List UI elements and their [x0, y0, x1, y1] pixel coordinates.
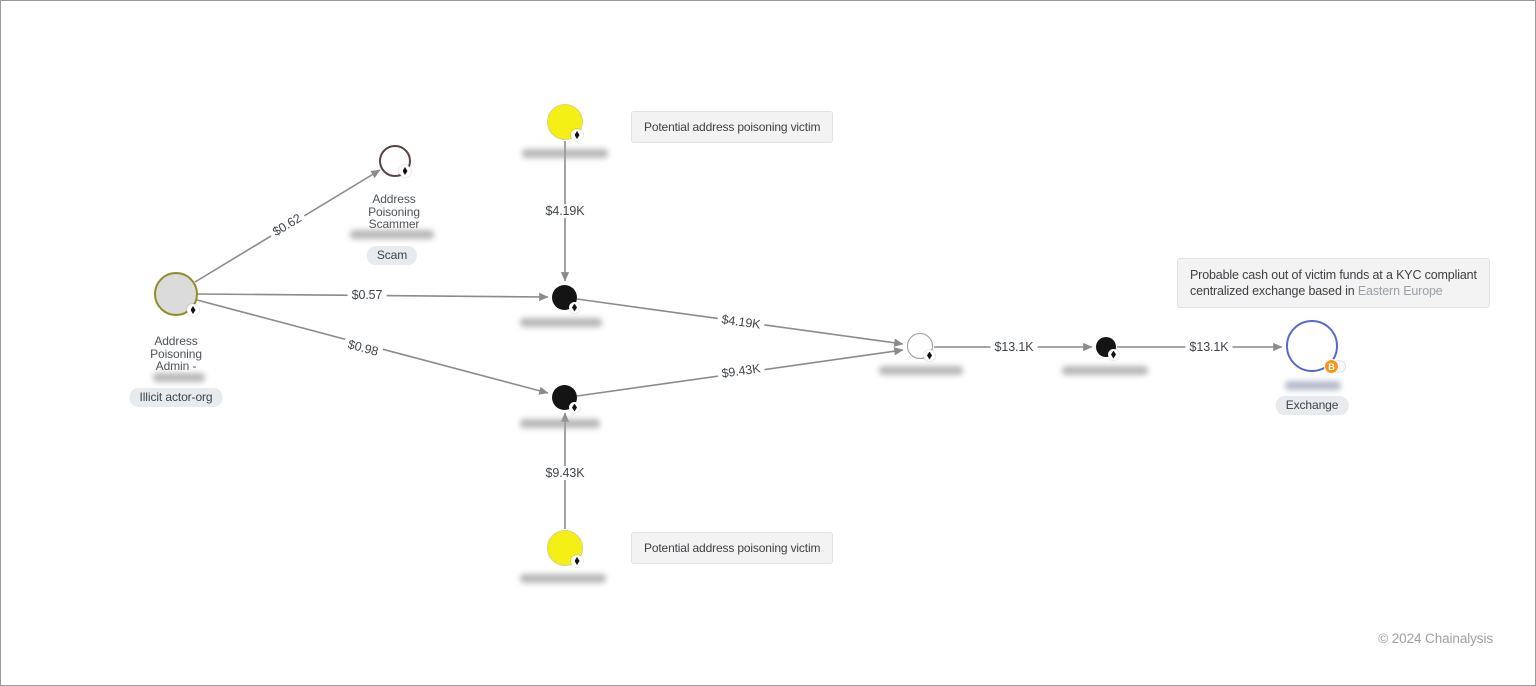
transfer-direction-icon [569, 302, 580, 313]
category-badge-exchange: Exchange [1275, 396, 1349, 415]
transfer-direction-icon [924, 350, 935, 361]
blurred-address-passthrough [1062, 366, 1148, 375]
node-address-poisoning-scammer[interactable] [379, 145, 411, 177]
annotation-cash-out-line2: centralized exchange based in [1190, 284, 1358, 298]
edge-value-consolidation-out[interactable]: $13.1K [990, 340, 1038, 354]
annotation-cash-out-region: Eastern Europe [1357, 284, 1443, 298]
edge-value-passthrough-out[interactable]: $13.1K [1185, 340, 1233, 354]
node-passthrough[interactable] [1096, 337, 1119, 360]
annotation-victim-top[interactable]: Potential address poisoning victim [631, 111, 834, 143]
transfer-direction-icon [569, 402, 580, 413]
node-victim-top[interactable] [547, 104, 583, 141]
node-victim-bottom[interactable] [547, 530, 583, 567]
label-address-poisoning-admin: Address Poisoning Admin - [150, 334, 202, 373]
blurred-address-intermediary-1 [520, 318, 602, 327]
node-exchange[interactable]: B [1286, 320, 1346, 374]
transfer-direction-icon [571, 555, 583, 567]
edge-value-victimtop-in[interactable]: $4.19K [541, 204, 589, 218]
blurred-address-admin [153, 373, 205, 382]
transfer-direction-icon [1108, 349, 1119, 360]
annotation-cash-out-line1: Probable cash out of victim funds at a K… [1190, 268, 1477, 282]
node-intermediary-2[interactable] [552, 385, 580, 413]
blurred-address-victim-top [522, 149, 608, 158]
blurred-address-scammer [350, 230, 434, 239]
blurred-address-consolidation [879, 366, 963, 375]
copyright-text: © 2024 Chainalysis [1378, 631, 1493, 646]
transfer-direction-icon [187, 304, 199, 316]
blurred-address-victim-bottom [520, 574, 606, 583]
bitcoin-icon: B [1324, 359, 1339, 374]
category-badge-illicit-actor: Illicit actor-org [129, 388, 223, 407]
node-address-poisoning-admin[interactable] [154, 272, 199, 316]
label-address-poisoning-scammer: Address Poisoning Scammer [368, 192, 420, 231]
annotation-cash-out[interactable]: Probable cash out of victim funds at a K… [1177, 258, 1490, 308]
blurred-address-intermediary-2 [520, 419, 600, 428]
transfer-direction-icon [571, 129, 583, 141]
blurred-name-exchange [1285, 381, 1341, 390]
edge-value-admin-intermediary1[interactable]: $0.57 [347, 288, 387, 302]
edge-value-victimbottom-in[interactable]: $9.43K [541, 466, 589, 480]
node-intermediary-1[interactable] [552, 285, 580, 313]
node-consolidation[interactable] [907, 333, 935, 361]
category-badge-scam: Scam [366, 246, 418, 265]
transfer-direction-icon [399, 165, 411, 177]
annotation-victim-bottom[interactable]: Potential address poisoning victim [631, 532, 834, 564]
